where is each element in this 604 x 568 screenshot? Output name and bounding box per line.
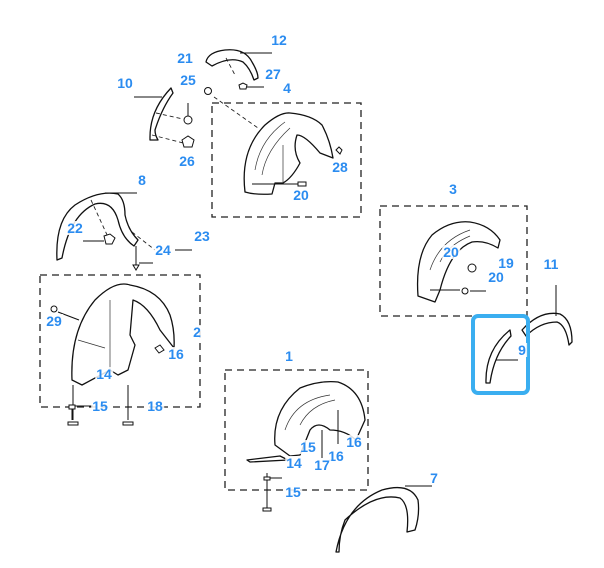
fastener-25[interactable] [204,87,212,95]
callout-4[interactable]: 4 [282,80,292,96]
part-8-trim[interactable] [56,192,139,261]
callout-3[interactable]: 3 [448,181,458,197]
callout-9[interactable]: 9 [517,342,527,358]
callout-21[interactable]: 21 [176,50,194,66]
callout-20[interactable]: 20 [292,187,310,203]
callout-18[interactable]: 18 [146,398,164,414]
fastener-22[interactable] [103,233,116,245]
callout-7[interactable]: 7 [429,470,439,486]
callout-10[interactable]: 10 [116,75,134,91]
callout-24[interactable]: 24 [154,242,172,258]
fastener-28[interactable] [335,146,343,155]
fastener-26[interactable] [181,135,195,148]
callout-1[interactable]: 1 [284,348,294,364]
callout-16[interactable]: 16 [167,346,185,362]
callout-25[interactable]: 25 [179,72,197,88]
callout-2[interactable]: 2 [192,324,202,340]
part-11-trim[interactable] [521,312,573,346]
group-box-2 [39,274,201,408]
fastener-16[interactable] [154,344,165,354]
callout-22[interactable]: 22 [66,220,84,236]
callout-16[interactable]: 16 [345,434,363,450]
fastener-21[interactable] [183,115,193,125]
part-7-trim[interactable] [335,486,420,553]
part-3-liner[interactable] [416,221,501,303]
callout-14[interactable]: 14 [95,366,113,382]
part-1-liner[interactable] [274,380,366,457]
callout-23[interactable]: 23 [193,228,211,244]
part-4-liner[interactable] [243,112,334,195]
callout-28[interactable]: 28 [331,159,349,175]
group-box-4 [211,102,362,218]
callout-20[interactable]: 20 [487,269,505,285]
fastener-29[interactable] [50,305,58,313]
group-box-3 [379,205,528,317]
callout-17[interactable]: 17 [313,457,331,473]
highlight-box-part-9[interactable] [471,314,530,395]
callout-19[interactable]: 19 [497,255,515,271]
fastener-23[interactable] [132,264,140,271]
callout-20[interactable]: 20 [442,244,460,260]
bolt-18[interactable] [122,421,134,426]
callout-15[interactable]: 15 [284,484,302,500]
callout-27[interactable]: 27 [264,66,282,82]
callout-15[interactable]: 15 [91,398,109,414]
callout-8[interactable]: 8 [137,172,147,188]
bolt-15[interactable] [67,421,79,426]
callout-11[interactable]: 11 [542,256,560,272]
part-12-trim[interactable] [205,49,259,81]
part-10-trim[interactable] [149,87,174,141]
callout-29[interactable]: 29 [45,313,63,329]
fastener-19[interactable] [467,263,477,273]
callout-15[interactable]: 15 [299,439,317,455]
callout-26[interactable]: 26 [178,153,196,169]
part-14-plate[interactable] [246,455,289,463]
part-2-liner[interactable] [71,283,175,386]
callout-12[interactable]: 12 [270,32,288,48]
fastener-27[interactable] [238,82,248,90]
callout-16[interactable]: 16 [327,448,345,464]
callout-14[interactable]: 14 [285,455,303,471]
part-9-trim[interactable] [485,329,512,384]
